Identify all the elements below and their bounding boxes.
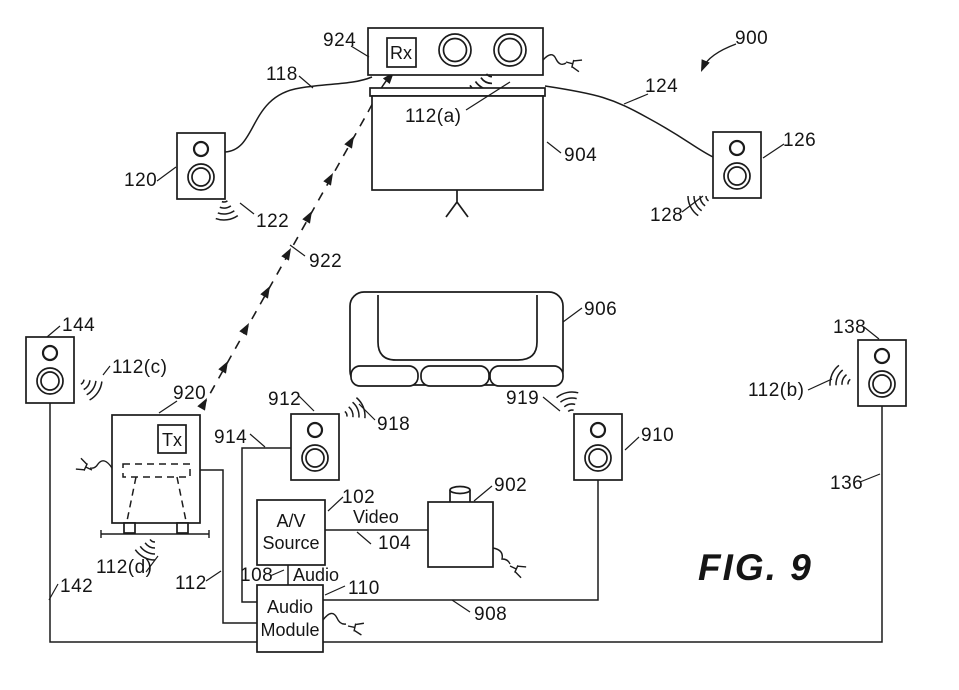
ref-112b: 112(b): [748, 380, 805, 401]
tx-box: [157, 424, 187, 454]
audio-module-label-line2: Module: [260, 620, 319, 640]
ref-904: 904: [564, 145, 597, 166]
couch: [349, 291, 564, 387]
rx-box: [386, 37, 417, 68]
ref-914: 914: [214, 427, 247, 448]
speaker-wires: [49, 76, 883, 643]
transmitter-power-cord: [89, 460, 113, 469]
ref-112d: 112(d): [96, 557, 153, 578]
ref-122: 122: [256, 211, 289, 232]
ref-108: 108: [240, 565, 273, 586]
figure-title: FIG. 9: [698, 547, 813, 588]
ref-120: 120: [124, 170, 157, 191]
wire-112-tx-to-audio-module: [200, 469, 257, 624]
wire-142-136-floor-run: [49, 403, 883, 643]
leader-lines: [46, 45, 881, 613]
transmitter-unit: [100, 414, 210, 538]
audio-module-power-cord: [322, 612, 347, 625]
wire-124: [544, 85, 714, 158]
audio-connection-label: Audio: [293, 565, 339, 585]
ref-920: 920: [173, 383, 206, 404]
screen-stand: [445, 190, 469, 218]
ref-902: 902: [494, 475, 527, 496]
figure-ref-arrow-900: [696, 43, 737, 74]
video-device-power-cord: [492, 547, 511, 565]
ref-126: 126: [783, 130, 816, 151]
video-device: [427, 485, 494, 568]
av-source-box: A/V Source: [256, 499, 326, 566]
floor-line: [100, 530, 210, 538]
ref-124: 124: [645, 76, 678, 97]
ref-922: 922: [309, 251, 342, 272]
transmitter-plug-icon: [75, 457, 96, 477]
soundbar-plug-icon: [563, 55, 583, 73]
ref-102: 102: [342, 487, 375, 508]
ref-104: 104: [378, 533, 411, 554]
ref-112: 112: [175, 573, 207, 594]
ref-112a: 112(a): [405, 106, 462, 127]
display-screen: [369, 87, 546, 218]
soundbar-power-cord: [542, 54, 567, 66]
speaker-126: [711, 130, 763, 200]
av-source-label-line1: A/V: [276, 511, 305, 531]
wire-908: [323, 480, 599, 601]
soundbar-receiver: [367, 27, 544, 76]
ref-118: 118: [266, 64, 298, 85]
tx-label: Tx: [162, 430, 182, 450]
ref-919: 919: [506, 388, 539, 409]
wire-914: [241, 447, 291, 603]
ref-128: 128: [650, 205, 683, 226]
audio-module-label-line1: Audio: [267, 597, 313, 617]
ref-900: 900: [735, 28, 768, 49]
audio-module-plug-icon: [346, 619, 365, 636]
speaker-138: [856, 338, 908, 408]
speaker-120: [175, 131, 227, 201]
rx-label: Rx: [390, 43, 412, 63]
ref-908: 908: [474, 604, 507, 625]
ref-112c: 112(c): [112, 357, 167, 378]
speaker-912: [289, 412, 341, 482]
ref-136: 136: [830, 473, 863, 494]
ref-110: 110: [348, 578, 380, 599]
ref-918: 918: [377, 414, 410, 435]
ref-142: 142: [60, 576, 93, 597]
ref-912: 912: [268, 389, 301, 410]
reference-numbers: 900 924 118 124 112(a) 126 904 120 128 1…: [60, 28, 866, 625]
audio-module-box: Audio Module: [256, 584, 324, 653]
ref-144: 144: [62, 315, 95, 336]
ref-924: 924: [323, 30, 356, 51]
ref-910: 910: [641, 425, 674, 446]
speaker-144: [24, 335, 76, 405]
av-source-label-line2: Source: [262, 533, 319, 553]
ref-138: 138: [833, 317, 866, 338]
ref-906: 906: [584, 299, 617, 320]
wire-118: [224, 76, 373, 153]
video-connection-label: Video: [353, 507, 399, 527]
hidden-driver-outline: [122, 463, 191, 522]
speaker-910: [572, 412, 624, 482]
